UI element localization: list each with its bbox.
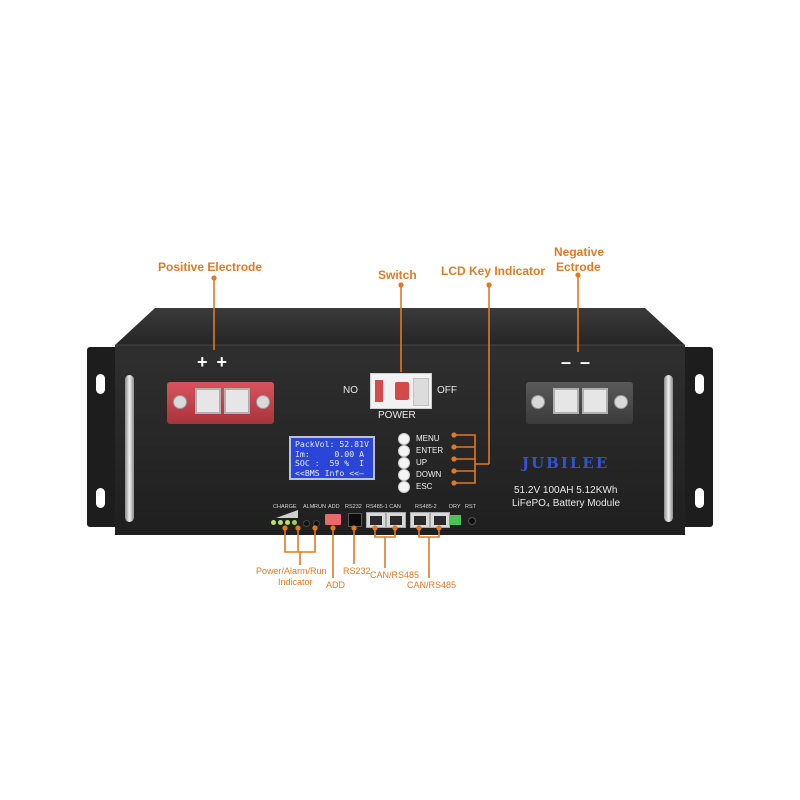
- negative-screw-right: [614, 395, 628, 409]
- spec-line-1: 51.2V 100AH 5.12KWh: [514, 485, 618, 496]
- rs485-1-label: RS485-1 CAN: [366, 504, 401, 510]
- minus-signs: – –: [561, 352, 593, 372]
- reset-button[interactable]: [468, 517, 476, 525]
- rs485-2-port-a-socket: [414, 516, 426, 525]
- alm-label: ALM: [303, 504, 315, 510]
- menu-key[interactable]: [398, 433, 410, 445]
- alm-led: [303, 520, 310, 527]
- left-handle: [125, 375, 134, 522]
- switch-lever[interactable]: [395, 382, 409, 400]
- negative-terminal-bolt-left: [553, 388, 579, 414]
- left-top-mount-slot: [96, 374, 105, 394]
- enter-key[interactable]: [398, 445, 410, 457]
- lcd-screen: PackVol: 52.81V Im: 0.00 A SOC : 59 % I …: [289, 436, 375, 480]
- rs232-label: RS232: [345, 504, 362, 510]
- charge-label: CHARGE: [273, 504, 297, 510]
- rs485-1-port-socket: [370, 516, 382, 525]
- menu-key-label: MENU: [416, 434, 440, 443]
- charge-led-3: [285, 520, 290, 525]
- plus-signs: + +: [197, 352, 230, 372]
- down-key[interactable]: [398, 469, 410, 481]
- spec-line-2: LiFePO₄ Battery Module: [512, 498, 621, 509]
- rs485-2-label: RS485-2: [415, 504, 437, 510]
- positive-electrode-callout: Positive Electrode: [158, 260, 263, 274]
- rs485-2-port-b-socket: [434, 516, 446, 525]
- left-bottom-mount-slot: [96, 488, 105, 508]
- rst-label: RST: [465, 504, 476, 510]
- switch-callout: Switch: [378, 268, 417, 282]
- positive-terminal-bolt-right: [224, 388, 250, 414]
- negative-electrode-callout-line1: Negative: [554, 245, 605, 259]
- dry-label: DRY: [449, 504, 461, 510]
- switch-no-label: NO: [343, 385, 358, 396]
- run-label: RUN: [314, 504, 326, 510]
- lcd-line-packvol: PackVol: 52.81V: [295, 439, 369, 449]
- lcd-line-current: Im: 0.00 A: [295, 448, 365, 459]
- charge-level-wedge: [276, 510, 298, 518]
- esc-key-label: ESC: [416, 482, 433, 491]
- can-port-socket: [390, 516, 402, 525]
- down-key-label: DOWN: [416, 470, 442, 479]
- brand-logo: JUBILEE: [522, 454, 610, 472]
- can-rs485-callout-2: CAN/RS485: [407, 580, 457, 590]
- up-key[interactable]: [398, 457, 410, 469]
- indicator-callout-line1: Power/Alarm/Run: [256, 566, 327, 576]
- positive-terminal-bolt-left: [195, 388, 221, 414]
- negative-screw-left: [531, 395, 545, 409]
- indicator-callout-line2: Indicator: [278, 577, 313, 587]
- switch-off-label: OFF: [437, 385, 457, 396]
- right-handle: [664, 375, 673, 522]
- rs232-callout: RS232: [343, 566, 371, 576]
- right-bottom-mount-slot: [695, 488, 704, 508]
- dry-contact-terminal[interactable]: [449, 515, 461, 525]
- power-switch[interactable]: [370, 373, 432, 409]
- up-key-label: UP: [416, 458, 428, 467]
- right-top-mount-slot: [695, 374, 704, 394]
- charge-led-2: [278, 520, 283, 525]
- add-label: ADD: [328, 504, 340, 510]
- negative-terminal-bolt-right: [582, 388, 608, 414]
- switch-housing: [413, 378, 429, 406]
- lcd-line-bms-info: <<BMS Info <<—: [295, 467, 365, 478]
- add-dip-switch[interactable]: [325, 514, 341, 525]
- power-label: POWER: [378, 410, 416, 421]
- charge-led-4: [292, 520, 297, 525]
- add-callout: ADD: [326, 580, 346, 590]
- positive-screw-left: [173, 395, 187, 409]
- lcd-line-soc: SOC : 59 % I: [295, 458, 365, 469]
- negative-electrode-callout-line2: Ectrode: [556, 260, 601, 274]
- switch-face-label: [375, 380, 383, 402]
- positive-screw-right: [256, 395, 270, 409]
- lcd-key-indicator-callout: LCD Key Indicator: [441, 264, 546, 278]
- charge-led-1: [271, 520, 276, 525]
- enter-key-label: ENTER: [416, 446, 444, 455]
- esc-key[interactable]: [398, 481, 410, 493]
- can-rs485-callout-1: CAN/RS485: [370, 570, 420, 580]
